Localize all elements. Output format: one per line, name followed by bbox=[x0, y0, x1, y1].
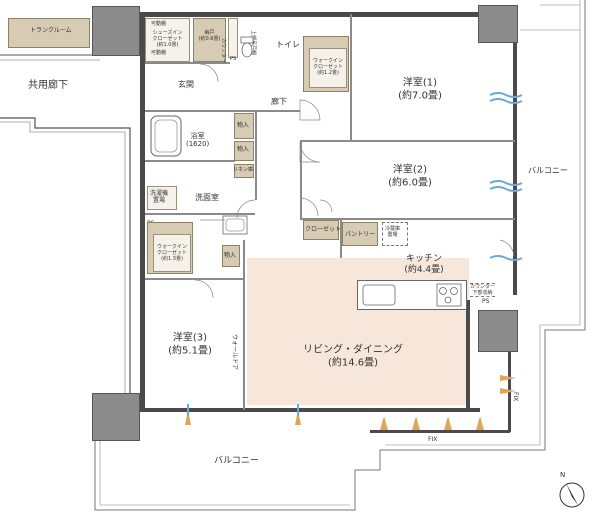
closet bbox=[303, 220, 339, 240]
western-room-1-label: 洋室(1) (約7.0畳) bbox=[398, 77, 442, 102]
wall-bottom bbox=[140, 408, 480, 412]
partition-entry bbox=[145, 62, 230, 64]
partition-corridor-r bbox=[300, 140, 302, 220]
walk-in-closet-1-label: ウォークイン クローゼット (約1.2畳) bbox=[312, 58, 343, 76]
washer-area bbox=[147, 186, 177, 210]
counter-storage-label: カウンター 下部収納 bbox=[470, 283, 496, 297]
column-top-left bbox=[92, 6, 140, 56]
fridge-area bbox=[382, 222, 408, 246]
toilet-label: トイレ bbox=[276, 40, 300, 49]
washroom-label: 洗面室 bbox=[195, 193, 219, 202]
washer-label: 洗濯機 置場 bbox=[150, 190, 169, 205]
shoe-closet-shelf-2: 可動棚 bbox=[151, 50, 167, 56]
entrance-label: 玄関 bbox=[178, 80, 194, 89]
trunk-room bbox=[8, 18, 90, 48]
kitchen-label: キッチン (約4.4畳) bbox=[404, 253, 444, 275]
pantry bbox=[342, 222, 378, 246]
wall-fix-bottom bbox=[370, 430, 510, 433]
wall-right bbox=[513, 40, 517, 295]
bath-label: 浴室 (1620) bbox=[186, 132, 210, 149]
fridge-label: 冷蔵庫 置場 bbox=[385, 226, 401, 238]
counter bbox=[228, 18, 238, 58]
partition-bath-top bbox=[145, 110, 300, 112]
living-floor-upper bbox=[247, 258, 347, 278]
column-mid-right bbox=[478, 310, 518, 352]
partition-w2-kitchen bbox=[300, 218, 515, 220]
storage-item-b-label: 物入 bbox=[237, 146, 250, 153]
ps-top-label: PS bbox=[230, 56, 237, 62]
balcony-right-label: バルコニー bbox=[528, 166, 568, 175]
storage-item-c-label: 物入 bbox=[224, 252, 237, 259]
partition-w-left bbox=[350, 14, 352, 142]
sink-icon bbox=[362, 284, 396, 306]
wall-left-lower bbox=[140, 300, 145, 412]
partition-kitchen-left bbox=[340, 218, 342, 258]
storage-nando bbox=[193, 18, 226, 62]
column-top-right bbox=[478, 5, 518, 43]
north-label: N bbox=[560, 471, 566, 479]
wall-living-right bbox=[466, 300, 470, 410]
corridor-label: 廊下 bbox=[271, 97, 287, 106]
column-bottom-left bbox=[92, 393, 140, 441]
walk-in-closet-2-inner bbox=[153, 234, 191, 272]
pantry-label: パントリー bbox=[345, 231, 376, 238]
partition-w3-right bbox=[243, 240, 245, 410]
partition-w1-w2 bbox=[300, 140, 515, 142]
sink-icon bbox=[222, 215, 248, 235]
linen-label: リネン庫 bbox=[233, 167, 254, 173]
partition-w3-top bbox=[145, 278, 245, 280]
walk-in-closet-1-inner bbox=[309, 48, 347, 88]
storage-item-a-label: 物入 bbox=[237, 122, 250, 129]
wall-fix-right bbox=[508, 340, 511, 432]
toilet-icon bbox=[240, 36, 254, 58]
fix-bottom-label: FIX bbox=[428, 436, 438, 443]
shoe-closet-label: シューズイン クローゼット (約1.0畳) bbox=[152, 30, 183, 48]
wall-left-upper bbox=[140, 12, 145, 302]
partition-bath-right bbox=[255, 110, 257, 200]
ps-kitchen-label: PS bbox=[482, 298, 490, 305]
western-room-3-label: 洋室(3) (約5.1畳) bbox=[168, 332, 212, 357]
north-arrow-icon bbox=[559, 482, 585, 508]
stove-icon bbox=[436, 283, 462, 307]
partition-wash-bottom bbox=[145, 213, 255, 215]
bathtub-icon bbox=[150, 115, 182, 157]
walk-in-closet-2-label: ウォークイン クローゼット (約1.3畳) bbox=[156, 244, 187, 262]
living-dining-label: リビング・ダイニング (約14.6畳) bbox=[303, 344, 403, 369]
storage-item-a bbox=[234, 113, 254, 139]
shoe-closet-shelf: 可動棚 bbox=[151, 21, 167, 27]
linen bbox=[234, 164, 254, 178]
storage-item-b bbox=[234, 141, 254, 161]
partition-wash-top bbox=[145, 160, 235, 162]
balcony-bottom-label: バルコニー bbox=[214, 456, 259, 466]
common-corridor-label: 共用廊下 bbox=[28, 80, 68, 91]
western-room-2-label: 洋室(2) (約6.0畳) bbox=[388, 164, 432, 189]
shoe-closet bbox=[145, 18, 190, 62]
storage-item-c bbox=[222, 245, 240, 267]
wall-top bbox=[95, 12, 490, 17]
closet-label: クローゼット bbox=[305, 226, 342, 233]
storage-nando-label: 納戸 (約0.6畳) bbox=[198, 30, 221, 42]
trunk-room-label: トランクルーム bbox=[30, 27, 72, 34]
